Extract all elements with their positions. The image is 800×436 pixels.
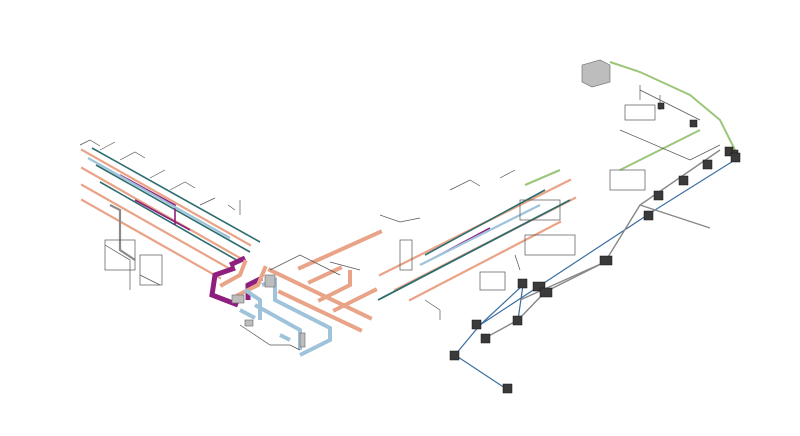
network-nodes	[449, 152, 741, 394]
left-wing-ductwork	[79, 139, 383, 357]
plant-room-equipment	[581, 59, 739, 191]
site-network	[454, 149, 739, 391]
right-wing-ductwork	[377, 168, 577, 320]
